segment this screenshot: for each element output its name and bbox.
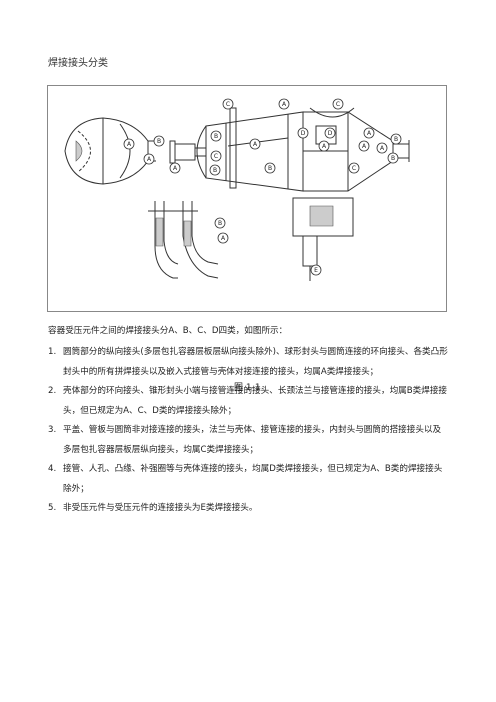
list-text: 接管、人孔、凸缘、补强圈等与壳体连接的接头，均属D类焊接接头，但已规定为A、B类… — [63, 464, 443, 494]
joint-label: A — [362, 143, 367, 150]
joint-label: A — [322, 143, 327, 150]
joint-label: D — [328, 130, 333, 137]
joint-label: A — [173, 165, 178, 172]
joint-label: C — [226, 101, 230, 108]
section-a — [154, 201, 178, 279]
spherical-head — [64, 117, 104, 185]
list-number: 1. — [48, 347, 57, 357]
joint-label: A — [282, 101, 287, 108]
joint-label: C — [336, 101, 340, 108]
list-number: 4. — [48, 464, 57, 474]
joint-label: A — [221, 235, 226, 242]
joint-label: E — [314, 267, 318, 274]
list-number: 2. — [48, 386, 57, 396]
joint-label: D — [301, 130, 306, 137]
joint-label: A — [127, 141, 132, 148]
joint-label: B — [268, 165, 272, 172]
list-item: 4. 接管、人孔、凸缘、补强圈等与壳体连接的接头，均属D类焊接接头，但已规定为A… — [48, 460, 448, 499]
joint-label: B — [394, 136, 398, 143]
list-number: 5. — [48, 503, 57, 513]
joint-label: A — [380, 145, 385, 152]
joint-label: A — [253, 141, 258, 148]
list-item: 2. 壳体部分的环向接头、锥形封头小端与接管连接的接头、长颈法兰与接管连接的接头… — [48, 382, 448, 421]
joint-label: A — [367, 130, 372, 137]
list-text: 圆筒部分的纵向接头(多层包扎容器层板层纵向接头除外)、球形封头与圆筒连接的环向接… — [63, 347, 448, 377]
joint-label: A — [147, 156, 152, 163]
joint-category-list: 1. 圆筒部分的纵向接头(多层包扎容器层板层纵向接头除外)、球形封头与圆筒连接的… — [48, 343, 448, 519]
joint-label: C — [214, 153, 218, 160]
list-item: 5. 非受压元件与受压元件的连接接头为E类焊接接头。 — [48, 499, 448, 519]
joint-label: B — [391, 155, 395, 162]
intro-text: 容器受压元件之间的焊接接头分A、B、C、D四类，如图所示： — [48, 326, 288, 336]
joint-label: B — [218, 220, 222, 227]
page-title: 焊接接头分类 — [48, 58, 108, 69]
joint-label: B — [213, 167, 217, 174]
joint-label: C — [352, 165, 356, 172]
detail-e — [292, 197, 354, 237]
list-item: 3. 平盖、管板与圆筒非对接连接的接头，法兰与壳体、接管连接的接头，内封头与圆筒… — [48, 421, 448, 460]
figure-caption: 图 1-1 — [234, 383, 261, 393]
list-text: 平盖、管板与圆筒非对接连接的接头，法兰与壳体、接管连接的接头，内封头与圆筒的搭接… — [63, 425, 442, 455]
list-item: 1. 圆筒部分的纵向接头(多层包扎容器层板层纵向接头除外)、球形封头与圆筒连接的… — [48, 343, 448, 382]
list-number: 3. — [48, 425, 57, 435]
joint-label: B — [157, 138, 161, 145]
list-text: 壳体部分的环向接头、锥形封头小端与接管连接的接头、长颈法兰与接管连接的接头，均属… — [63, 386, 448, 416]
joint-label: B — [214, 133, 218, 140]
list-text: 非受压元件与受压元件的连接接头为E类焊接接头。 — [63, 503, 258, 513]
